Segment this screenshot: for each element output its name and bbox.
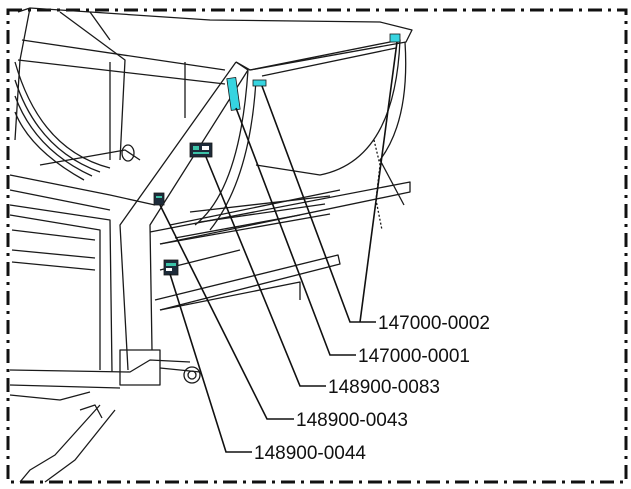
part-number-148900-0083: 148900-0083: [328, 377, 440, 398]
part-number-147000-0002: 147000-0002: [378, 313, 490, 334]
leader-147000-0001: [235, 107, 356, 356]
leader-lines: [159, 41, 398, 453]
leader-148900-0083: [205, 156, 326, 387]
decal-147000-0001: [226, 77, 241, 111]
part-number-147000-0001: 147000-0001: [358, 346, 470, 367]
decal-148900-0043: [153, 192, 165, 206]
decal-147000-0002-upper: [389, 33, 401, 43]
leader-148900-0044: [169, 273, 252, 453]
part-number-148900-0043: 148900-0043: [296, 410, 408, 431]
detail-border: [6, 8, 628, 484]
callout-labels: 147000-0002 147000-0001 148900-0083 1489…: [254, 313, 490, 464]
machine-drawing: [9, 7, 413, 483]
leader-147000-0002-b: [359, 41, 398, 323]
leader-147000-0002: [261, 85, 376, 323]
leader-148900-0043: [159, 204, 294, 420]
decal-148900-0044: [163, 259, 179, 276]
decal-group: [153, 33, 401, 276]
part-number-148900-0044: 148900-0044: [254, 443, 366, 464]
decal-147000-0002: [252, 79, 267, 87]
